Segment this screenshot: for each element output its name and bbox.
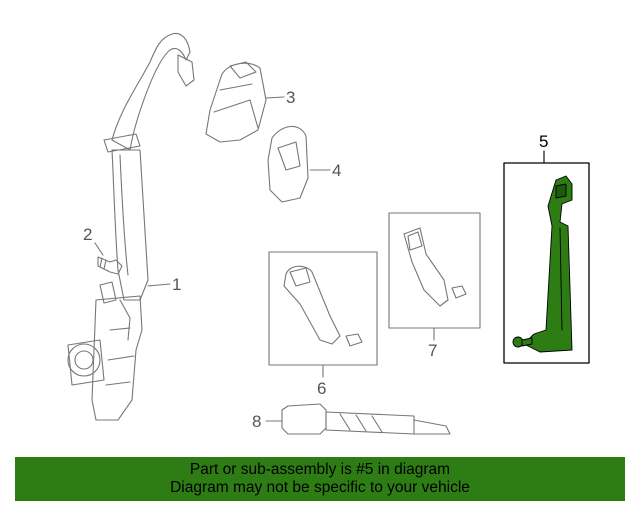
- leader-line-1: [147, 283, 171, 287]
- part-5-box: [503, 162, 590, 364]
- part-7-box: [388, 212, 481, 329]
- part-8-buckle-strap: [281, 403, 451, 435]
- part-3-trim-cover: [205, 61, 267, 143]
- leader-line-2: [94, 242, 104, 256]
- banner-line-1: Part or sub-assembly is #5 in diagram: [189, 461, 451, 478]
- part-7-buckle: [403, 227, 467, 307]
- callout-6: 6: [317, 379, 326, 398]
- part-2-bolt: [97, 256, 123, 275]
- part-5-bolt: [512, 336, 533, 348]
- part-4-guide-cover: [267, 125, 309, 203]
- part-5-seat-belt-assembly: [523, 175, 573, 353]
- part-1-seat-belt-retractor: [67, 32, 195, 421]
- banner-line-2: Diagram may not be specific to your vehi…: [170, 479, 470, 496]
- callout-8: 8: [252, 412, 261, 431]
- callout-4: 4: [332, 161, 341, 180]
- callout-7: 7: [428, 341, 437, 360]
- callout-5: 5: [539, 132, 548, 151]
- parts-diagram: 1 2 3 4 5 6 7 8: [67, 32, 590, 435]
- callout-1: 1: [172, 275, 181, 294]
- part-6-buckle: [283, 265, 363, 347]
- callout-2: 2: [83, 225, 92, 244]
- leader-line-3: [265, 96, 285, 99]
- callout-3: 3: [286, 88, 295, 107]
- part-6-box: [268, 251, 378, 366]
- info-banner: Part or sub-assembly is #5 in diagram Di…: [15, 457, 625, 501]
